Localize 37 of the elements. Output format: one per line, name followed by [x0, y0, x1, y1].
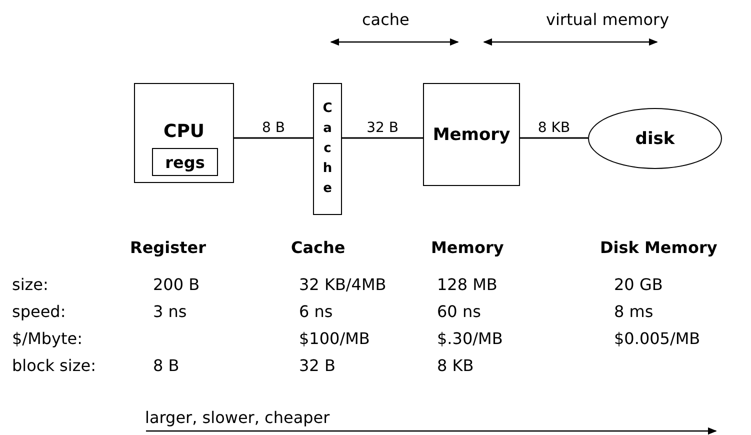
span-label: virtual memory [546, 10, 670, 30]
table-cell: 8 B [153, 356, 180, 376]
node-label: Cache [322, 100, 332, 198]
connector-line [234, 137, 313, 139]
trend-label: larger, slower, cheaper [145, 408, 330, 428]
node-label: regs [165, 152, 205, 172]
node-label: Memory [432, 124, 510, 144]
row-label: block size: [12, 356, 96, 376]
connector-line [342, 137, 423, 139]
table-cell: 8 ms [614, 302, 654, 322]
table-cell: 6 ns [299, 302, 333, 322]
table-cell: 60 ns [437, 302, 481, 322]
register-box [152, 148, 218, 176]
table-cell: 32 B [299, 356, 336, 376]
node-label: disk [635, 128, 675, 148]
table-cell: 32 KB/4MB [299, 275, 386, 295]
connector-line [520, 137, 588, 139]
row-label: $/Mbyte: [12, 329, 83, 349]
column-header: Register [130, 238, 206, 258]
table-cell: $.30/MB [437, 329, 503, 349]
row-label: size: [12, 275, 48, 295]
table-cell: 3 ns [153, 302, 187, 322]
cache-box [313, 83, 342, 215]
component-box [134, 83, 234, 183]
table-cell: 20 GB [614, 275, 663, 295]
table-cell: 8 KB [437, 356, 474, 376]
table-cell: 200 B [153, 275, 200, 295]
column-header: Cache [291, 238, 346, 258]
column-header: Disk Memory [600, 238, 718, 258]
span-label: cache [362, 10, 410, 30]
table-cell: $0.005/MB [614, 329, 700, 349]
table-cell: $100/MB [299, 329, 370, 349]
row-label: speed: [12, 302, 66, 322]
node-label: CPU [162, 121, 206, 142]
table-cell: 128 MB [437, 275, 498, 295]
column-header: Memory [431, 238, 504, 258]
component-box [423, 83, 520, 186]
